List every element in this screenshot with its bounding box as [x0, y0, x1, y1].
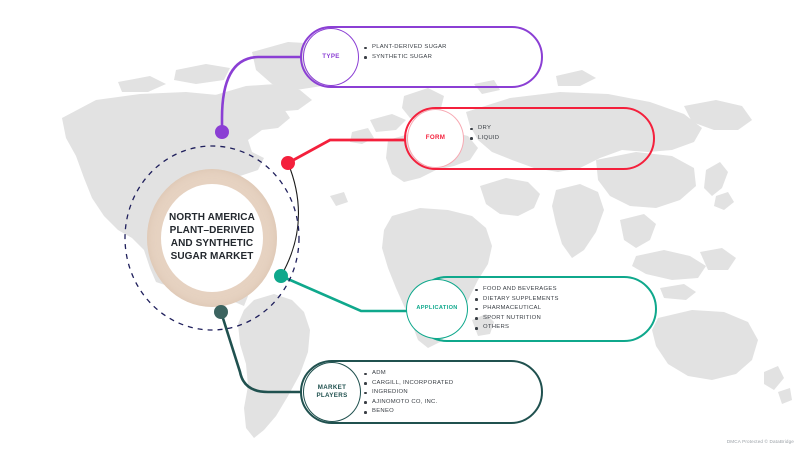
badge-type[interactable]: TYPE: [303, 28, 359, 86]
hub-inner-circle: NORTH AMERICA PLANT–DERIVED AND SYNTHETI…: [161, 184, 263, 292]
list-item: ADM: [364, 369, 453, 379]
badge-label-form: FORM: [425, 134, 446, 142]
list-item: DIETARY SUPPLEMENTS: [475, 295, 559, 305]
list-item: BENEO: [364, 407, 453, 417]
badge-application[interactable]: APPLICATION: [406, 279, 468, 339]
node-dot-form[interactable]: [281, 156, 295, 170]
list-item: INGREDION: [364, 388, 453, 398]
list-item: PHARMACEUTICAL: [475, 304, 559, 314]
list-market-players: ADM CARGILL, INCORPORATED INGREDION AJIN…: [364, 369, 453, 417]
list-item: SYNTHETIC SUGAR: [364, 53, 447, 63]
badge-market-players[interactable]: MARKET PLAYERS: [303, 362, 361, 422]
list-item: FOOD AND BEVERAGES: [475, 285, 559, 295]
badge-label-market-players: MARKET PLAYERS: [316, 383, 348, 399]
badge-label-application: APPLICATION: [416, 305, 458, 312]
list-application: FOOD AND BEVERAGES DIETARY SUPPLEMENTS P…: [475, 285, 559, 333]
list-item: OTHERS: [475, 323, 559, 333]
list-item: CARGILL, INCORPORATED: [364, 379, 453, 389]
list-item: LIQUID: [470, 134, 499, 144]
page-title: NORTH AMERICA PLANT–DERIVED AND SYNTHETI…: [169, 212, 255, 262]
list-type: PLANT-DERIVED SUGAR SYNTHETIC SUGAR: [364, 43, 447, 62]
list-item: SPORT NUTRITION: [475, 314, 559, 324]
list-item: AJINOMOTO CO, INC.: [364, 398, 453, 408]
node-dot-market-players[interactable]: [214, 305, 228, 319]
central-hub: NORTH AMERICA PLANT–DERIVED AND SYNTHETI…: [122, 143, 302, 333]
node-dot-application[interactable]: [274, 269, 288, 283]
list-item: PLANT-DERIVED SUGAR: [364, 43, 447, 53]
list-item: DRY: [470, 124, 499, 134]
list-form: DRY LIQUID: [470, 124, 499, 143]
watermark-text: DMCA Protected © DataBridge: [726, 439, 794, 444]
badge-label-type: TYPE: [322, 52, 340, 60]
card-form[interactable]: [404, 107, 655, 170]
node-dot-type[interactable]: [215, 125, 229, 139]
badge-form[interactable]: FORM: [407, 109, 464, 168]
